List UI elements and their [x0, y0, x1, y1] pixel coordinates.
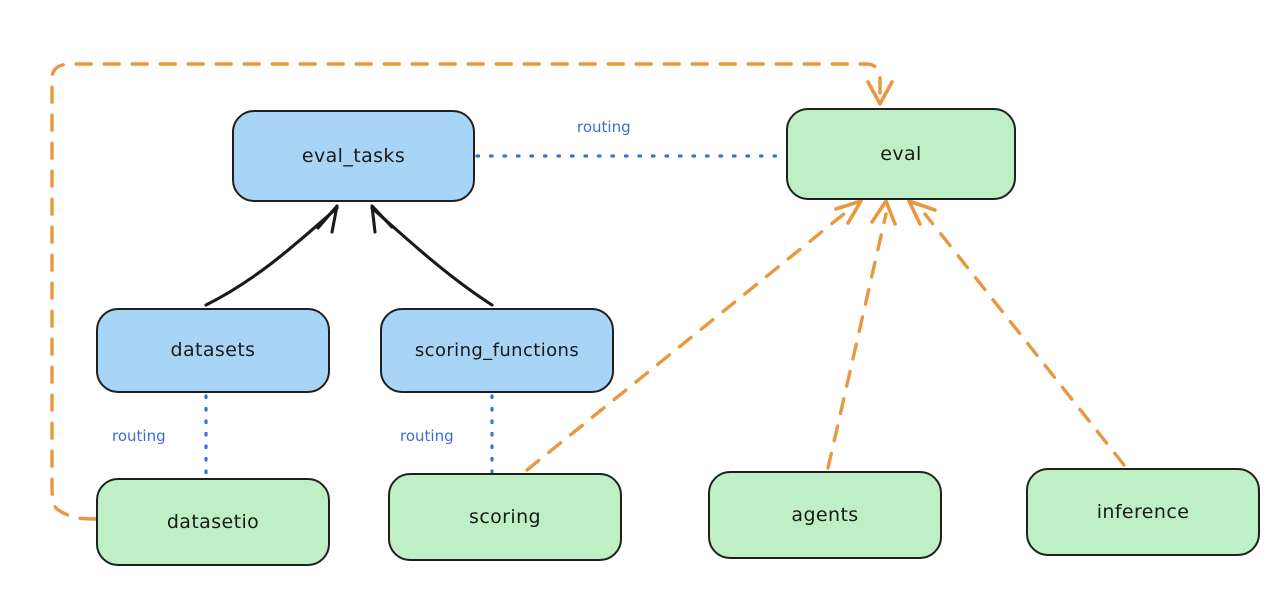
node-eval[interactable]: eval [786, 108, 1016, 200]
node-scoring-functions[interactable]: scoring_functions [380, 308, 614, 393]
node-scoring[interactable]: scoring [388, 473, 622, 561]
node-eval-label: eval [880, 142, 922, 165]
edge-label-routing-datasets: routing [112, 427, 166, 445]
edge-agents-to-eval [826, 199, 897, 470]
node-datasetio-label: datasetio [166, 510, 260, 533]
node-scoring-functions-label: scoring_functions [414, 339, 580, 361]
node-scoring-label: scoring [469, 505, 541, 528]
edge-scoring-to-eval [525, 199, 863, 472]
node-datasetio[interactable]: datasetio [96, 478, 330, 566]
node-datasets-label: datasets [170, 339, 256, 361]
node-inference-label: inference [1096, 500, 1190, 523]
node-agents[interactable]: agents [708, 471, 942, 559]
edge-datasets-to-eval_tasks [204, 204, 339, 307]
node-eval-tasks-label: eval_tasks [301, 144, 406, 167]
node-inference[interactable]: inference [1026, 468, 1260, 556]
edge-label-routing-scoring-functions: routing [400, 427, 454, 445]
node-agents-label: agents [791, 503, 859, 526]
edge-label-routing-eval-tasks: routing [577, 118, 631, 136]
edge-inference-to-eval [907, 199, 1126, 467]
node-datasets[interactable]: datasets [96, 308, 330, 393]
node-eval-tasks[interactable]: eval_tasks [232, 110, 475, 202]
edge-datasetio-to-eval [50, 62, 894, 521]
edge-scoring_functions-to-eval_tasks [370, 204, 494, 307]
